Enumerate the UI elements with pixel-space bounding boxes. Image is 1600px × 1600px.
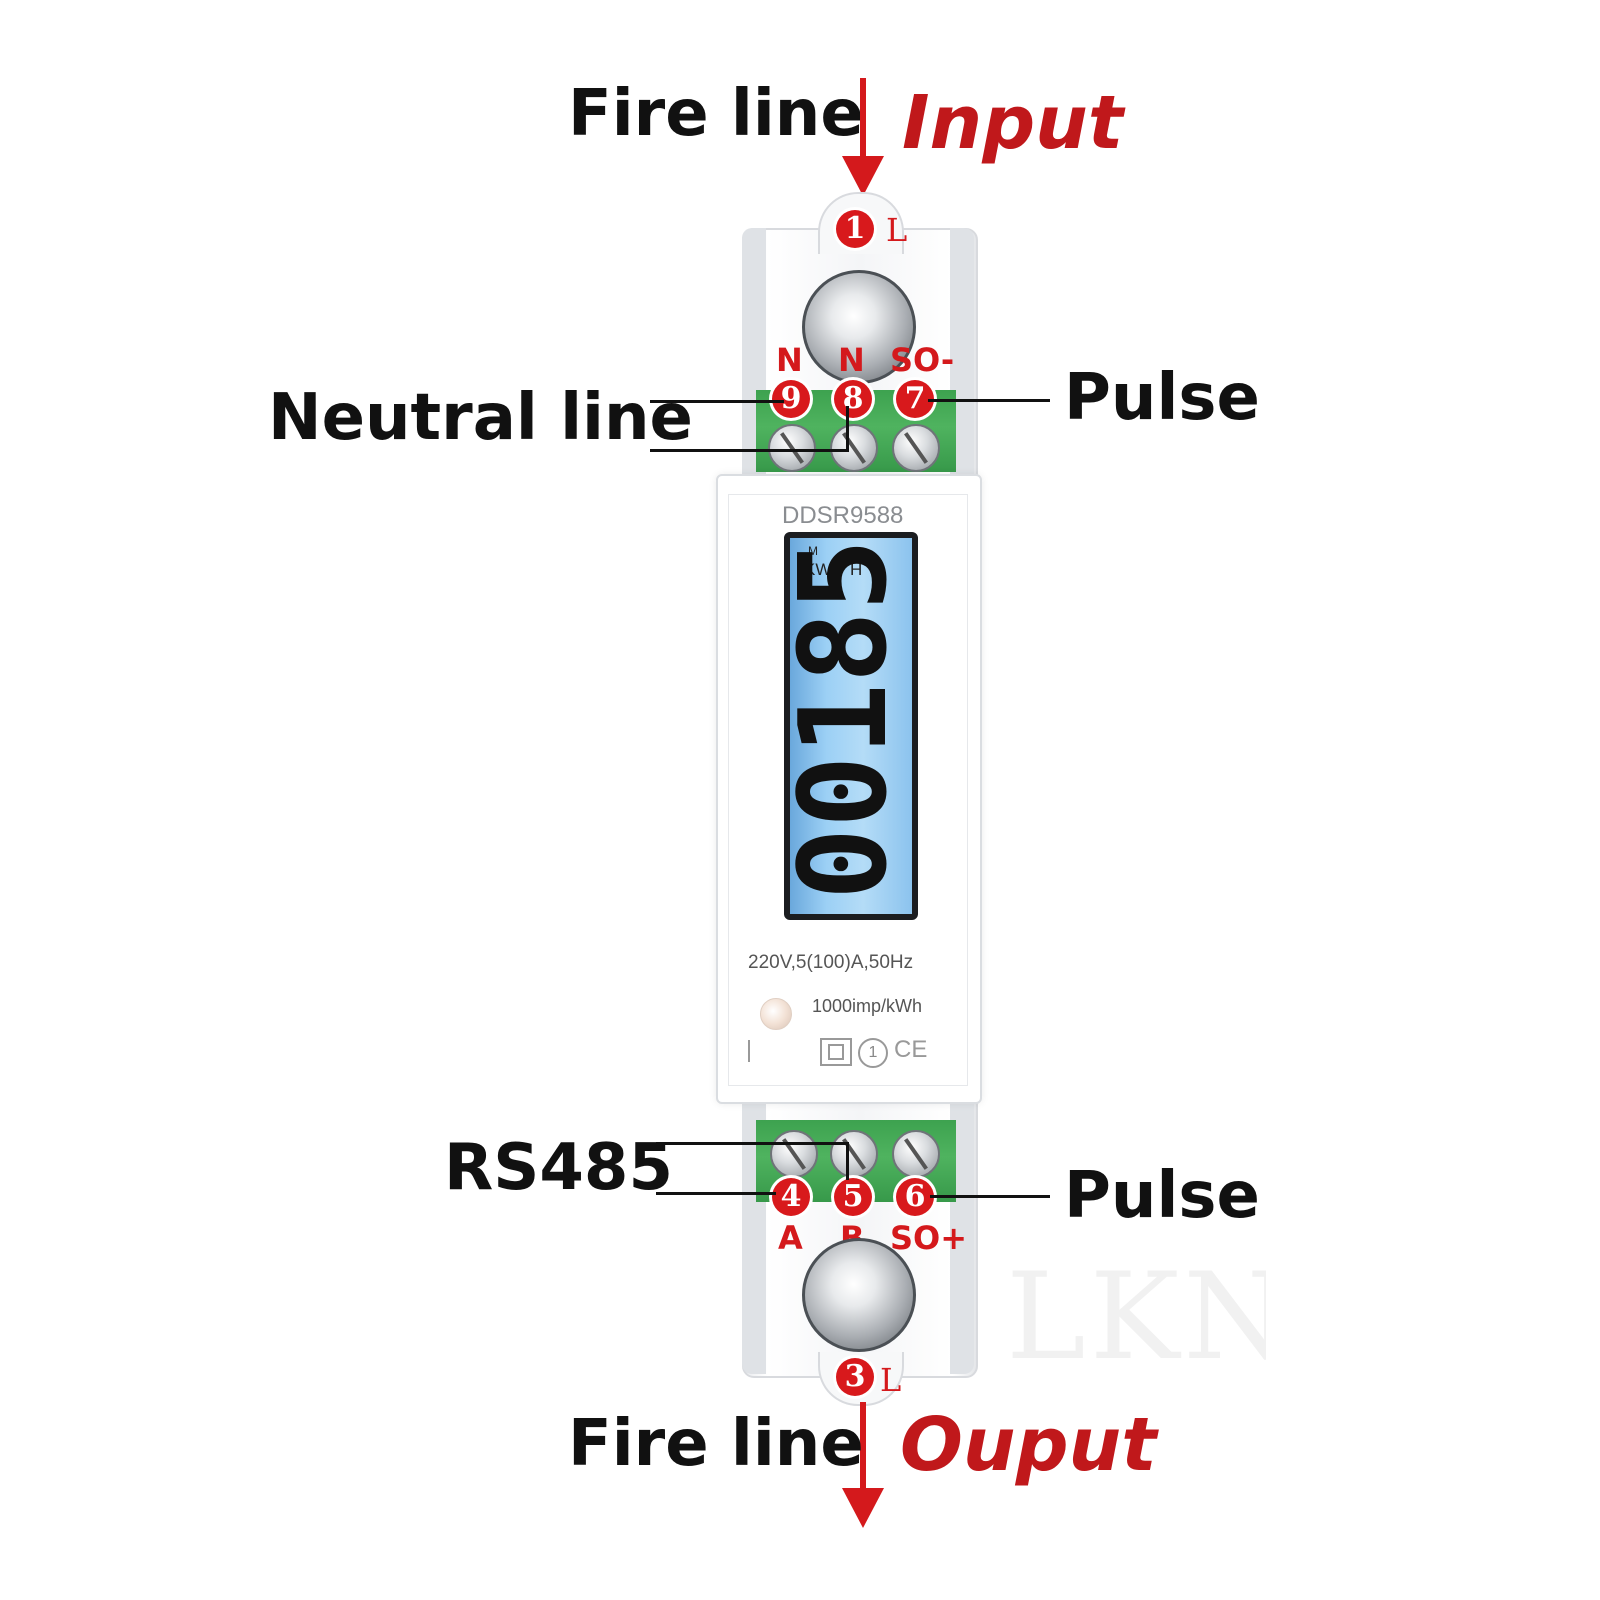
terminal-3-label: L	[880, 1361, 902, 1399]
top-fire-line-label: Fire line	[568, 77, 864, 151]
output-label: Ouput	[900, 1402, 1157, 1488]
terminal-8-letter: N	[838, 341, 865, 379]
terminal-6-marker: 6	[896, 1178, 934, 1216]
ce-mark: CE	[894, 1036, 928, 1063]
neutral-leader-drop	[846, 406, 849, 452]
pulse-bottom-leader	[930, 1195, 1050, 1198]
lcd-reading: 00185	[775, 538, 914, 900]
pulse-led-icon	[760, 998, 792, 1030]
terminal-6-screw-icon	[892, 1130, 940, 1178]
rs485-leader-lower	[656, 1192, 776, 1195]
terminal-8-screw-icon	[830, 424, 878, 472]
lcd-unit-m: M	[808, 544, 818, 558]
watermark: LKN	[1006, 1248, 1266, 1387]
bottom-fire-line-label: Fire line	[568, 1407, 864, 1481]
accuracy-class-icon: 1	[858, 1038, 888, 1068]
terminal-5-marker: 5	[834, 1178, 872, 1216]
terminal-5-screw-icon	[830, 1130, 878, 1178]
terminal-1-label: L	[886, 211, 908, 249]
terminal-3-marker: 3	[836, 1358, 874, 1396]
terminal-9-screw-icon	[768, 424, 816, 472]
rs485-leader-drop	[846, 1142, 849, 1180]
terminal-7-screw-icon	[892, 424, 940, 472]
model-number: DDSR9588	[782, 502, 904, 529]
double-insulation-icon	[820, 1038, 852, 1066]
neutral-leader-upper	[650, 400, 784, 403]
neutral-leader-lower	[650, 449, 846, 452]
terminal-8-marker: 8	[834, 380, 872, 418]
rs485-label: RS485	[444, 1131, 673, 1205]
pulse-top-label: Pulse	[1064, 361, 1260, 435]
output-arrow-icon	[842, 1402, 884, 1528]
terminal-4-letter: A	[778, 1219, 803, 1257]
pulse-bottom-label: Pulse	[1064, 1159, 1260, 1233]
rs485-leader-upper	[656, 1142, 846, 1145]
neutral-line-label: Neutral line	[268, 381, 693, 455]
pulse-top-leader	[928, 399, 1050, 402]
impulse-text: 1000imp/kWh	[812, 996, 923, 1016]
terminal-4-marker: 4	[772, 1178, 810, 1216]
bottom-main-screw-icon	[802, 1238, 916, 1352]
terminal-6-letter: SO+	[890, 1219, 968, 1257]
rating-text: 220V,5(100)A,50Hz	[748, 952, 914, 973]
terminal-7-marker: 7	[896, 380, 934, 418]
lcd-unit-h: H	[850, 560, 863, 579]
input-label: Input	[902, 80, 1124, 166]
terminal-9-letter: N	[776, 341, 803, 379]
terminal-4-screw-icon	[770, 1130, 818, 1178]
ground-icon	[748, 1040, 750, 1062]
lcd-unit-kw: KW	[804, 560, 832, 579]
terminal-1-marker: 1	[836, 210, 874, 248]
terminal-7-letter: SO-	[890, 341, 955, 379]
lcd-display	[784, 532, 918, 920]
input-arrow-icon	[842, 78, 884, 196]
terminal-9-marker: 9	[772, 380, 810, 418]
